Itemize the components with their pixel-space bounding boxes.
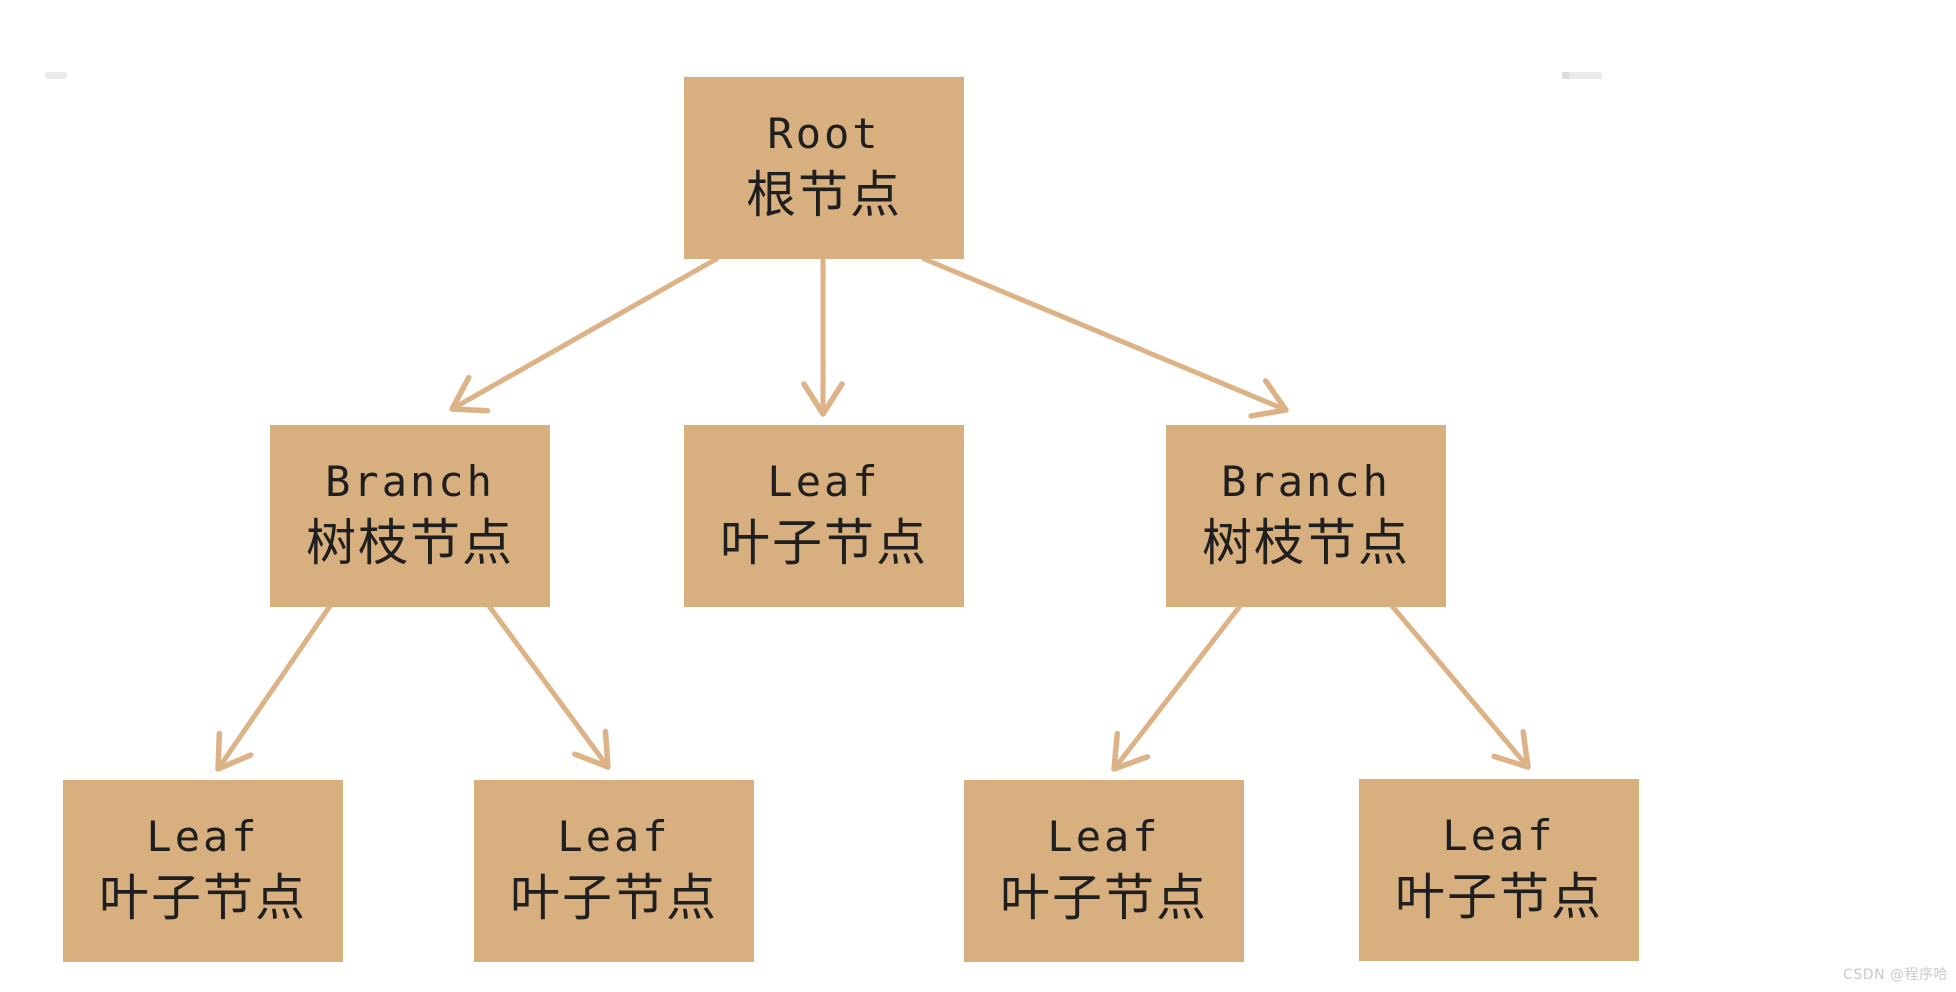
node-leaf-1-label-en: Leaf <box>146 812 260 862</box>
arrow-branch-left-to-leaf-1 <box>215 604 333 772</box>
node-leaf-4-label-zh: 叶子节点 <box>1395 868 1603 927</box>
node-leaf-2-label-zh: 叶子节点 <box>510 869 718 928</box>
node-leaf-middle-label-en: Leaf <box>767 457 881 507</box>
arrow-branch-right-to-leaf-3 <box>1111 604 1242 772</box>
node-root: Root 根节点 <box>684 77 964 259</box>
node-leaf-1: Leaf 叶子节点 <box>63 780 343 962</box>
node-branch-left-label-zh: 树枝节点 <box>306 514 514 573</box>
arrow-root-to-branch-right <box>921 255 1289 419</box>
node-branch-left-label-en: Branch <box>325 457 495 507</box>
arrow-branch-right-to-leaf-4 <box>1390 604 1531 770</box>
node-leaf-2-label-en: Leaf <box>557 812 671 862</box>
node-leaf-3: Leaf 叶子节点 <box>964 780 1244 962</box>
csdn-watermark: CSDN @程序哈 <box>1843 967 1948 983</box>
node-branch-right-label-zh: 树枝节点 <box>1202 514 1410 573</box>
node-leaf-4-label-en: Leaf <box>1442 811 1556 861</box>
node-branch-right-label-en: Branch <box>1221 457 1391 507</box>
node-leaf-middle-label-zh: 叶子节点 <box>720 514 928 573</box>
arrow-branch-left-to-leaf-2 <box>486 604 611 770</box>
node-leaf-3-label-zh: 叶子节点 <box>1000 869 1208 928</box>
node-leaf-4: Leaf 叶子节点 <box>1359 779 1639 961</box>
node-leaf-2: Leaf 叶子节点 <box>474 780 754 962</box>
node-root-label-zh: 根节点 <box>746 166 902 225</box>
artifact-dash-left <box>45 72 67 79</box>
node-branch-right: Branch 树枝节点 <box>1166 425 1446 607</box>
node-leaf-3-label-en: Leaf <box>1047 812 1161 862</box>
node-root-label-en: Root <box>767 109 881 159</box>
node-leaf-middle: Leaf 叶子节点 <box>684 425 964 607</box>
artifact-dash-right <box>1562 72 1602 79</box>
node-branch-left: Branch 树枝节点 <box>270 425 550 607</box>
arrow-root-to-branch-left <box>449 255 720 414</box>
node-leaf-1-label-zh: 叶子节点 <box>99 869 307 928</box>
